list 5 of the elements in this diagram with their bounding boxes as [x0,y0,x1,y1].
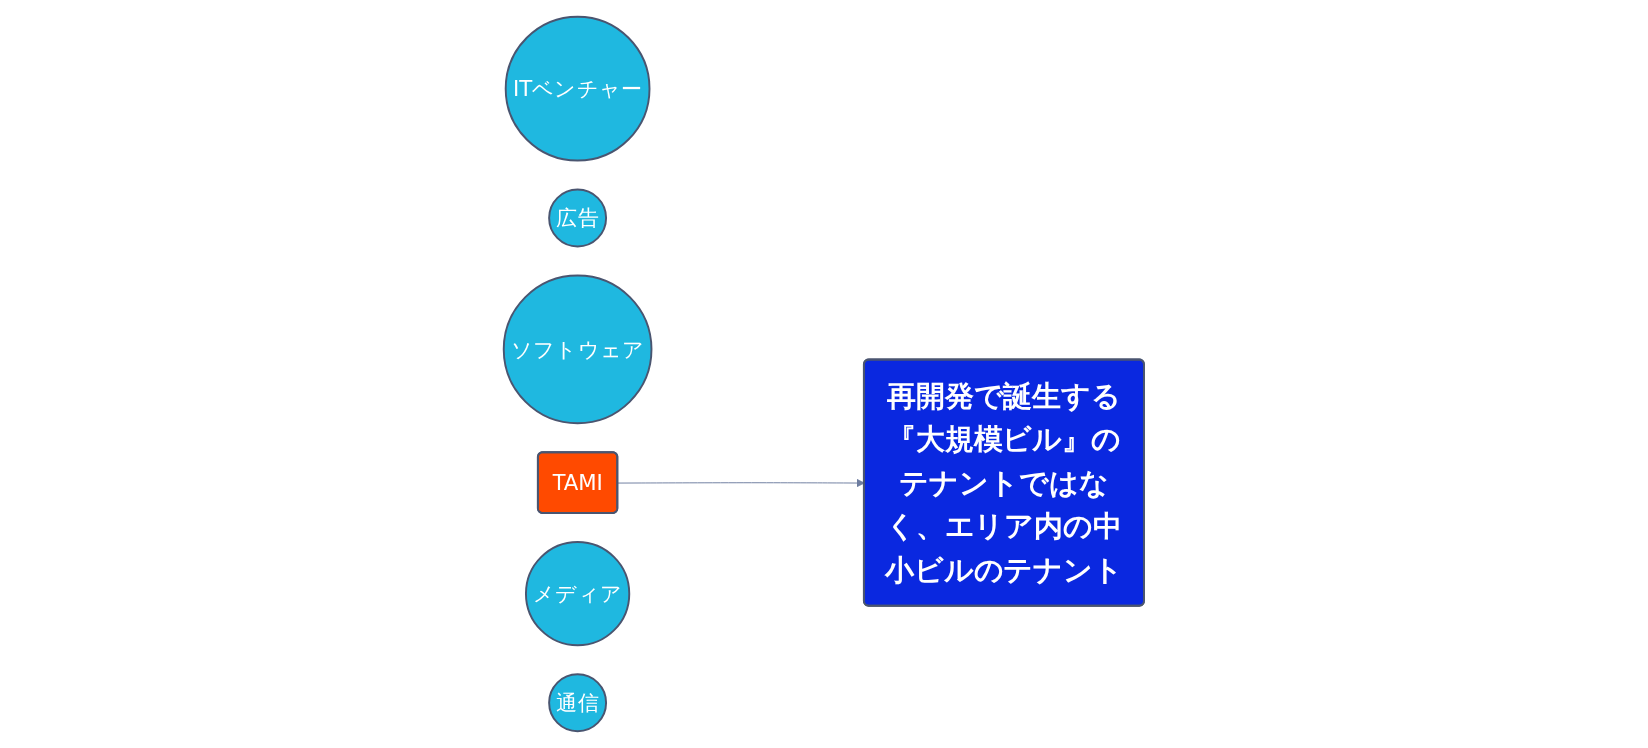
node-circle: 通信 [548,673,608,733]
node-circle: ソフトウェア [502,274,653,425]
node-circle: ITベンチャー [504,15,651,162]
node-circle: メディア [525,541,631,647]
node-circle: 広告 [548,188,608,248]
